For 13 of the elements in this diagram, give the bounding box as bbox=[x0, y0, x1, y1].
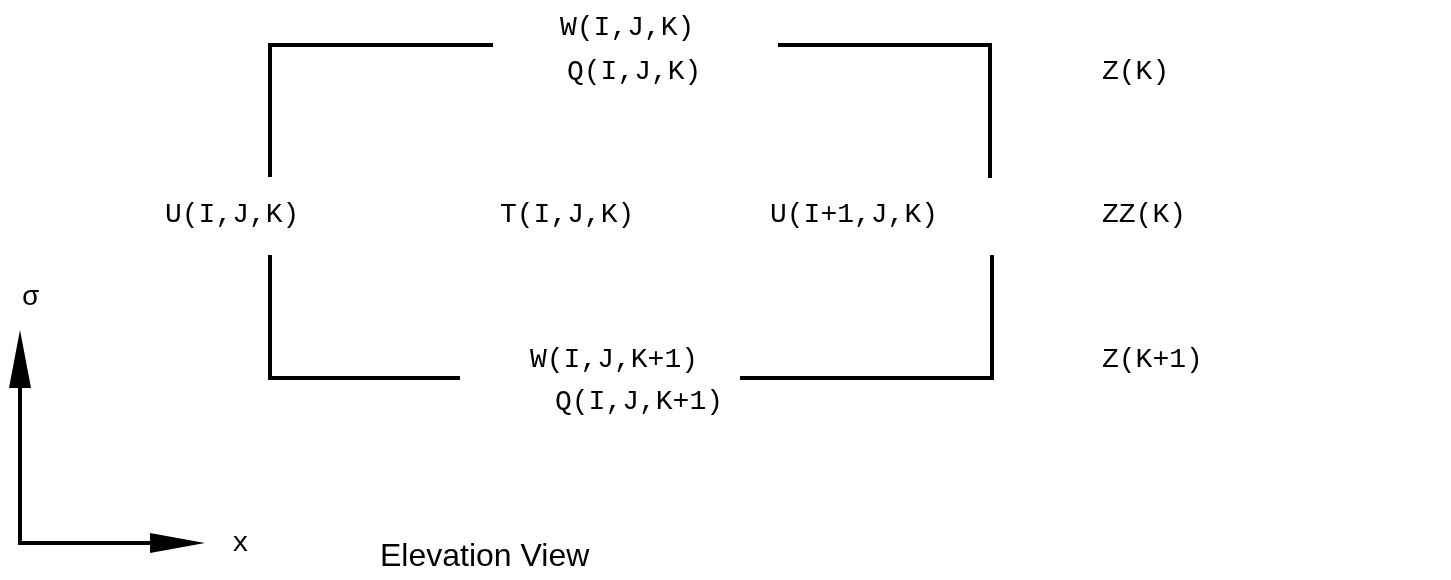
variable-label: W(I,J,K+1) bbox=[530, 344, 699, 376]
variable-label: Z(K) bbox=[1102, 56, 1170, 88]
variable-label: x bbox=[232, 528, 249, 560]
variable-label: Z(K+1) bbox=[1102, 344, 1203, 376]
variable-label: U(I,J,K) bbox=[165, 199, 300, 231]
variable-label: Q(I,J,K+1) bbox=[555, 386, 724, 418]
variable-label: W(I,J,K) bbox=[560, 12, 695, 44]
variable-label: T(I,J,K) bbox=[500, 199, 635, 231]
variable-label: Q(I,J,K) bbox=[567, 56, 702, 88]
variable-label: U(I+1,J,K) bbox=[770, 199, 939, 231]
variable-label: ZZ(K) bbox=[1102, 199, 1186, 231]
variable-label: σ bbox=[22, 282, 39, 314]
caption: Elevation View bbox=[380, 536, 590, 574]
